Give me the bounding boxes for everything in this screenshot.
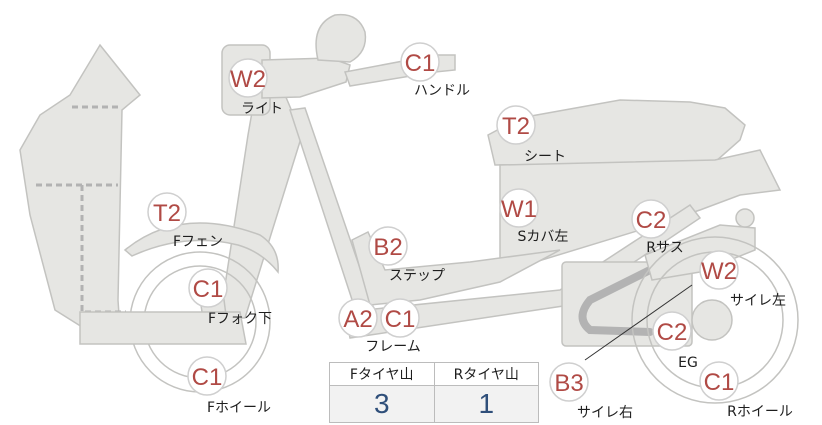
part-label: Rホイール xyxy=(727,404,793,420)
part-code: C1 xyxy=(405,50,436,77)
part-label: Fフェン xyxy=(173,234,223,250)
leg-shield-dotted-line xyxy=(36,105,126,314)
tire-table-value-row: 3 1 xyxy=(329,385,539,423)
down-tube-shape xyxy=(289,107,376,319)
marker-circle xyxy=(400,42,440,82)
part-label: EG xyxy=(678,355,698,371)
part-marker-muffler-right: B3 サイレ右 xyxy=(549,362,633,421)
handle-cover-shape xyxy=(261,57,351,99)
floor-panel-shape xyxy=(79,311,247,345)
marker-circle xyxy=(147,192,187,232)
marker-circle xyxy=(338,298,378,338)
part-label: Fホイール xyxy=(207,400,271,416)
part-label: ハンドル xyxy=(414,83,470,99)
part-marker-side-cover: W1 Sカバ左 xyxy=(499,188,569,245)
marker-circle xyxy=(549,362,589,402)
part-code: C2 xyxy=(657,319,688,346)
marker-circle xyxy=(187,356,227,396)
part-marker-front-fender: T2 Fフェン xyxy=(147,192,223,250)
front-fender-shape xyxy=(123,222,279,274)
tire-table-header-row: Fタイヤ山 Rタイヤ山 xyxy=(329,362,539,386)
marker-circle xyxy=(368,226,408,266)
part-code: C1 xyxy=(704,369,735,396)
part-code: B2 xyxy=(373,234,402,261)
muffler-right-leader-line xyxy=(584,284,693,361)
part-label: Sカバ左 xyxy=(518,229,569,245)
part-marker-engine: C2 EG xyxy=(652,311,698,371)
part-marker-light: W2 ライト xyxy=(228,58,283,117)
front-tire-header: Fタイヤ山 xyxy=(329,362,435,386)
part-marker-rear-suspension: C2 Rサス xyxy=(631,199,684,256)
part-code: C1 xyxy=(192,364,223,391)
marker-circle xyxy=(228,58,268,98)
part-marker-frame-a: A2 xyxy=(338,298,378,338)
marker-circle xyxy=(499,188,539,228)
part-marker-front-wheel: C1 Fホイール xyxy=(187,356,271,416)
marker-circle xyxy=(699,250,739,290)
leg-shield-shape xyxy=(19,43,142,333)
part-label: Rサス xyxy=(646,240,683,256)
marker-circle xyxy=(652,311,692,351)
rear-tire-header: Rタイヤ山 xyxy=(433,362,539,386)
engine-belt-shape xyxy=(578,266,654,336)
part-code: A2 xyxy=(343,306,372,333)
part-code: W2 xyxy=(230,66,266,93)
scooter-silhouette xyxy=(19,13,799,404)
part-code: T2 xyxy=(153,200,181,227)
marker-circle xyxy=(496,105,536,145)
part-code: W2 xyxy=(701,258,737,285)
rear-wheel-outer xyxy=(631,236,799,404)
marker-circle xyxy=(699,361,739,401)
rear-hub-shape xyxy=(691,299,733,341)
marker-circle xyxy=(380,298,420,338)
rear-tire-value: 1 xyxy=(433,385,539,423)
part-code: C1 xyxy=(193,276,224,303)
part-label: Fフォク下 xyxy=(208,311,272,327)
part-label: シート xyxy=(524,149,566,165)
part-marker-seat: T2 シート xyxy=(496,105,566,165)
steering-tube-shape xyxy=(219,94,303,319)
part-marker-front-fork: C1 Fフォク下 xyxy=(188,268,272,327)
tire-tread-table: Fタイヤ山 Rタイヤ山 3 1 xyxy=(329,362,539,423)
part-code: W1 xyxy=(501,196,537,223)
part-label: ステップ xyxy=(389,268,445,284)
part-marker-handle: C1 ハンドル xyxy=(400,42,470,99)
part-label: ライト xyxy=(241,101,283,117)
part-label: サイレ左 xyxy=(730,293,786,309)
part-label: サイレ右 xyxy=(577,405,633,421)
part-marker-rear-wheel: C1 Rホイール xyxy=(699,361,793,420)
part-code: C2 xyxy=(636,207,667,234)
windscreen-shape xyxy=(315,13,367,63)
frame-bar-shape xyxy=(344,203,702,339)
marker-circle xyxy=(188,268,228,308)
part-code: C1 xyxy=(385,306,416,333)
marker-circle xyxy=(631,199,671,239)
part-marker-muffler-left: W2 サイレ左 xyxy=(699,250,786,309)
shock-mount-shape xyxy=(735,208,755,228)
part-marker-frame: C1 フレーム xyxy=(365,298,421,355)
front-tire-value: 3 xyxy=(329,385,435,423)
part-marker-step: B2 ステップ xyxy=(368,226,445,284)
part-code: T2 xyxy=(502,113,530,140)
part-code: B3 xyxy=(554,370,583,397)
part-label: フレーム xyxy=(365,339,421,355)
